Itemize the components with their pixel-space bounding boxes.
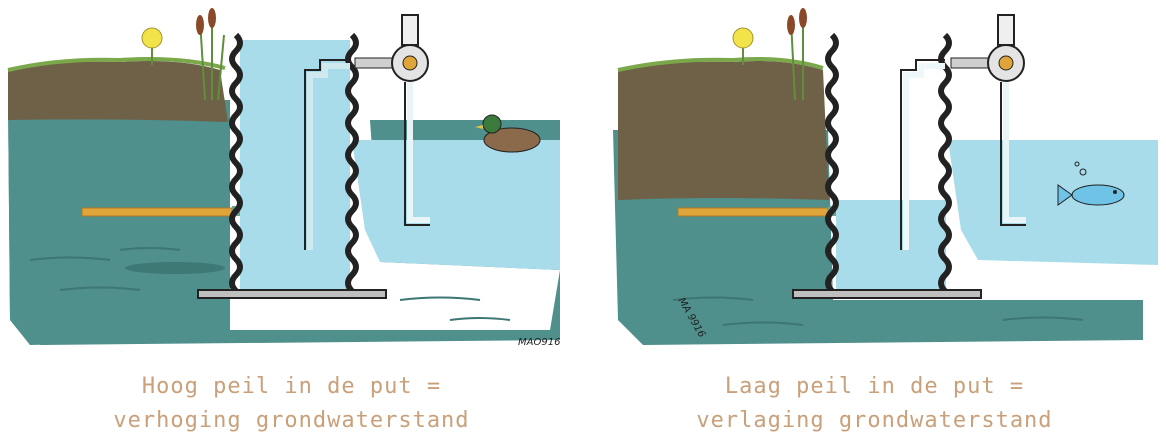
high-level-diagram: MAO916 bbox=[7, 8, 560, 348]
outlet-pipe bbox=[1000, 82, 1026, 226]
panel-low-level: MA 9916 Laag peil in de put = verlaging … bbox=[583, 0, 1166, 436]
topsoil-layer bbox=[618, 61, 829, 200]
well-water bbox=[836, 200, 946, 290]
well-wall-right bbox=[938, 32, 952, 294]
low-level-diagram: MA 9916 bbox=[613, 8, 1158, 345]
grass bbox=[617, 57, 824, 72]
caption-line-1: Hoog peil in de put = bbox=[141, 374, 442, 399]
surface-water bbox=[948, 140, 1158, 265]
panel-high-level: MAO916 Hoog peil in de put = verhoging g… bbox=[7, 8, 560, 433]
well-base-plate bbox=[792, 289, 982, 299]
caption-line-2: verlaging grondwaterstand bbox=[696, 408, 1053, 433]
reed-icon bbox=[787, 8, 807, 101]
inner-pipe bbox=[304, 59, 350, 250]
drain-pipe bbox=[677, 207, 829, 217]
outlet-pipe bbox=[404, 82, 430, 226]
valve-icon bbox=[950, 14, 1025, 82]
flower-icon bbox=[732, 27, 754, 65]
surface-water bbox=[352, 140, 560, 270]
valve-icon bbox=[354, 14, 429, 82]
well-wall-right bbox=[345, 32, 359, 294]
caption-line-1: Laag peil in de put = bbox=[724, 374, 1025, 399]
artist-signature: MAO916 bbox=[518, 337, 560, 348]
drain-pipe bbox=[81, 207, 233, 217]
grass bbox=[7, 57, 226, 72]
well-wall-left bbox=[229, 32, 243, 294]
fish-icon bbox=[1057, 161, 1125, 206]
caption-line-2: verhoging grondwaterstand bbox=[113, 408, 470, 433]
well-wall-left bbox=[825, 32, 839, 294]
well-water bbox=[240, 40, 350, 290]
inner-pipe bbox=[900, 59, 945, 250]
well-base-plate bbox=[197, 289, 387, 299]
duck-icon bbox=[475, 114, 541, 153]
reed-icon bbox=[196, 8, 225, 101]
topsoil-layer bbox=[8, 61, 228, 122]
flower-icon bbox=[141, 27, 163, 65]
